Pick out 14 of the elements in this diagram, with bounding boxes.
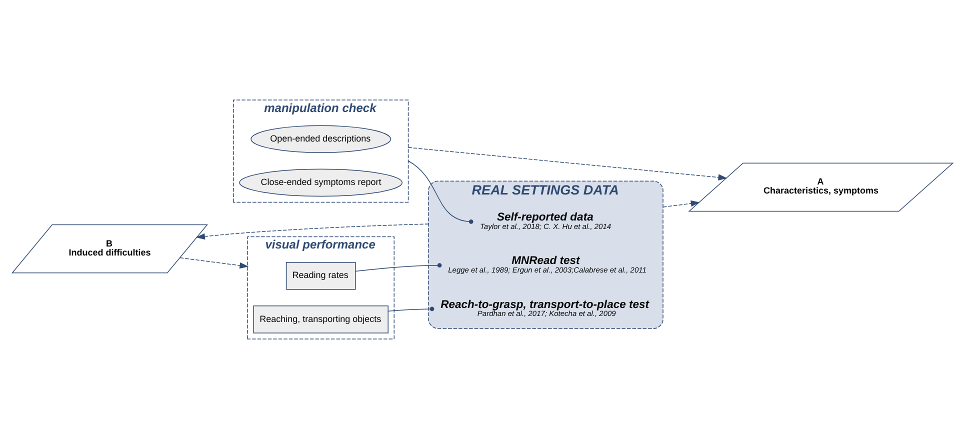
connector xyxy=(408,160,474,224)
node-box: Reaching, transporting objects xyxy=(253,306,388,334)
node-text: MNRead test Legge et al., 1989; Ergun et al., 2003;Calabrese et al., 2011 xyxy=(448,255,646,274)
node-box: Reading rates xyxy=(286,262,356,290)
arrow xyxy=(180,257,249,269)
node-text: Self-reported data Taylor et al., 2018; C. X. Hu et al., 2014 xyxy=(480,212,612,231)
node-ellipse: Close-ended symptoms report xyxy=(239,168,403,197)
connector xyxy=(355,263,442,272)
arrow xyxy=(196,224,429,240)
node-ellipse: Open-ended descriptions xyxy=(250,125,392,153)
connector xyxy=(388,306,434,312)
arrow xyxy=(662,200,700,208)
arrow xyxy=(408,147,728,180)
node-text: Reach-to-grasp, transport-to-place test Pardhan et al., 2017; Kotecha et al., 2009 xyxy=(440,298,650,318)
